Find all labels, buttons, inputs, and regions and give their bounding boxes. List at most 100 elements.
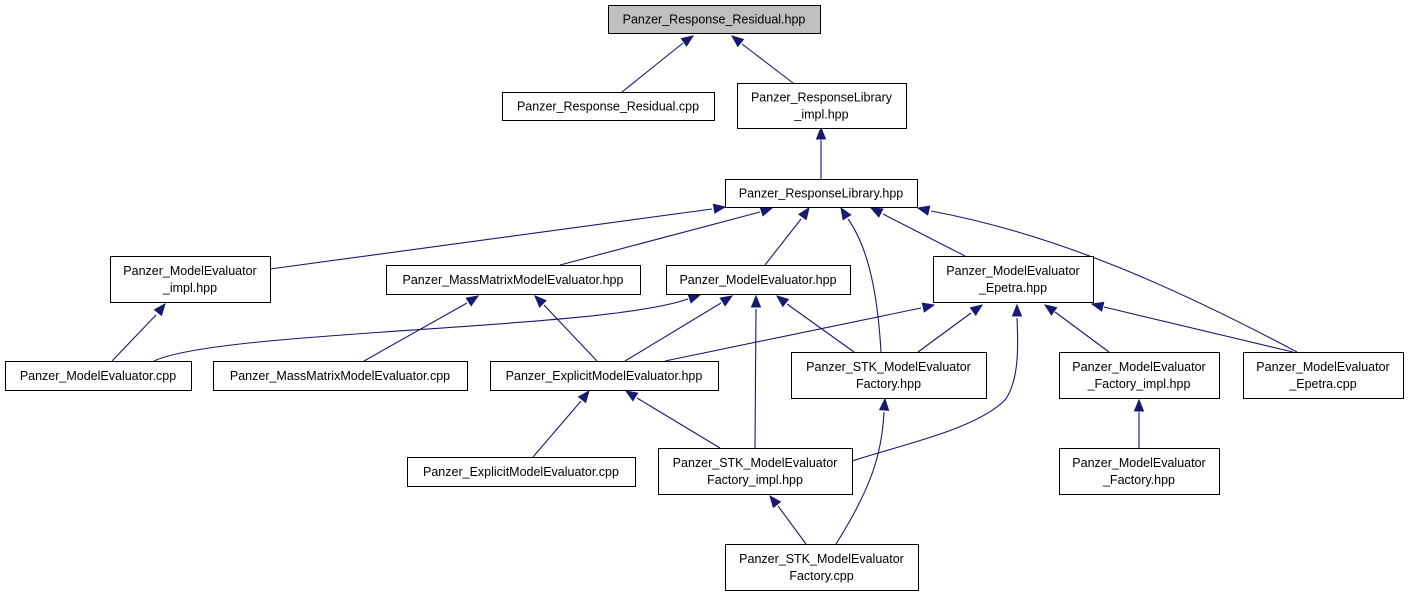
node-label: _Factory_impl.hpp	[1087, 377, 1191, 391]
edge-line	[363, 302, 468, 362]
edge-line	[636, 397, 721, 449]
node-box	[1059, 448, 1220, 495]
edge-line	[741, 43, 794, 84]
edge-n11-n7	[917, 304, 984, 353]
edge-n17-n11	[835, 397, 890, 545]
file-node[interactable]: Panzer_ResponseLibrary_impl.hpp	[737, 83, 907, 129]
node-label: Panzer_MassMatrixModelEvaluator.cpp	[230, 369, 450, 383]
root-file-node: Panzer_Response_Residual.hpp	[608, 5, 821, 34]
node-label: Factory.hpp	[856, 377, 921, 391]
node-box	[725, 544, 919, 591]
arrowhead-icon	[1090, 301, 1105, 312]
arrowhead-icon	[577, 389, 590, 404]
node-label: _impl.hpp	[162, 281, 217, 295]
file-node[interactable]: Panzer_ExplicitModelEvaluator.hpp	[490, 361, 719, 391]
arrowhead-icon	[797, 206, 810, 221]
arrowhead-icon	[750, 294, 762, 308]
edge-n12-n7	[1043, 304, 1110, 353]
node-box	[1243, 352, 1404, 399]
node-box	[110, 256, 271, 303]
edge-n11-n6	[775, 295, 855, 353]
node-label: Panzer_ResponseLibrary.hpp	[739, 187, 904, 201]
node-label: Panzer_ResponseLibrary	[751, 91, 893, 105]
file-node[interactable]: Panzer_ModelEvaluator_Epetra.cpp	[1243, 352, 1404, 399]
arrowhead-icon	[916, 205, 931, 216]
edge-n10-n7	[664, 302, 936, 362]
edge-line	[764, 218, 802, 266]
node-label: Factory.cpp	[789, 569, 853, 583]
node-label: Panzer_MassMatrixModelEvaluator.hpp	[403, 273, 624, 287]
file-node[interactable]: Panzer_MassMatrixModelEvaluator.hpp	[386, 265, 641, 295]
node-box	[666, 265, 851, 295]
edge-n9-n5	[363, 295, 480, 362]
file-node[interactable]: Panzer_ModelEvaluator _Epetra.hpp	[933, 256, 1094, 303]
file-node[interactable]: Panzer_ExplicitModelEvaluator.cpp	[407, 457, 636, 487]
edge-n13-n7	[1090, 301, 1294, 353]
node-label: _Epetra.cpp	[1288, 377, 1356, 391]
edge-line	[624, 302, 722, 362]
file-node[interactable]: Panzer_ModelEvaluator _Factory_impl.hpp	[1059, 352, 1220, 399]
arrowhead-icon	[878, 397, 890, 411]
node-box	[5, 361, 192, 391]
node-label: Panzer_ModelEvaluator	[946, 264, 1079, 278]
edge-n7-n3	[869, 207, 966, 257]
file-node[interactable]: Panzer_ModelEvaluator.hpp	[666, 265, 851, 295]
node-box	[658, 448, 853, 495]
node-label: Panzer_ModelEvaluator.cpp	[20, 369, 176, 383]
node-box	[407, 457, 636, 487]
node-box	[725, 179, 918, 208]
edge-n10-n6	[624, 295, 734, 362]
node-label: Panzer_ModelEvaluator.hpp	[679, 273, 836, 287]
edge-n10-n5	[534, 295, 598, 362]
node-box	[490, 361, 719, 391]
file-node[interactable]: Panzer_ModelEvaluator_Factory.hpp	[1059, 448, 1220, 495]
edge-n4-n3	[269, 203, 727, 270]
node-box	[608, 5, 821, 34]
node-label: Panzer_ExplicitModelEvaluator.hpp	[506, 369, 703, 383]
node-box	[213, 361, 468, 391]
edge-n5-n3	[559, 206, 774, 266]
arrowhead-icon	[730, 35, 745, 48]
file-node[interactable]: Panzer_ModelEvaluator _impl.hpp	[110, 256, 271, 303]
edge-n1-n0	[621, 35, 695, 93]
node-label: _Factory.hpp	[1102, 473, 1175, 487]
node-label: Panzer_Response_Residual.hpp	[623, 13, 806, 27]
node-label: Panzer_ExplicitModelEvaluator.cpp	[423, 465, 619, 479]
file-node[interactable]: Panzer_MassMatrixModelEvaluator.cpp	[213, 361, 468, 391]
arrowhead-icon	[465, 295, 480, 307]
arrowhead-icon	[624, 390, 639, 402]
node-label: Panzer_STK_ModelEvaluator	[806, 360, 971, 374]
arrowhead-icon	[840, 206, 852, 221]
arrowhead-icon	[1133, 398, 1145, 412]
arrowhead-icon	[759, 206, 774, 217]
arrowhead-icon	[153, 302, 166, 317]
edge-line	[1103, 306, 1294, 353]
arrowhead-icon	[1011, 303, 1023, 317]
edge-line	[851, 317, 1019, 462]
edge-line	[835, 411, 885, 545]
file-node[interactable]: Panzer_STK_ModelEvaluatorFactory_impl.hp…	[658, 448, 853, 495]
edge-line	[543, 304, 598, 362]
node-label: Panzer_Response_Residual.cpp	[517, 100, 699, 114]
file-node[interactable]: Panzer_Response_Residual.cpp	[502, 92, 715, 121]
node-box	[502, 92, 715, 121]
edge-line	[153, 298, 689, 362]
file-node[interactable]: Panzer_ResponseLibrary.hpp	[725, 179, 918, 208]
arrowhead-icon	[769, 494, 782, 509]
edge-line	[882, 213, 966, 257]
edge-n17-n15	[769, 494, 807, 545]
edge-n15-n7	[851, 303, 1023, 462]
arrowhead-icon	[969, 304, 984, 317]
node-label: _Epetra.hpp	[978, 281, 1047, 295]
node-label: Panzer_ModelEvaluator	[123, 264, 256, 278]
edge-n13-n3	[916, 205, 1298, 353]
edge-line	[1054, 311, 1110, 353]
arrowhead-icon	[687, 293, 702, 304]
file-node[interactable]: Panzer_ModelEvaluator.cpp	[5, 361, 192, 391]
node-label: Panzer_ModelEvaluator	[1072, 360, 1205, 374]
arrowhead-icon	[869, 207, 884, 218]
edge-line	[786, 303, 855, 353]
